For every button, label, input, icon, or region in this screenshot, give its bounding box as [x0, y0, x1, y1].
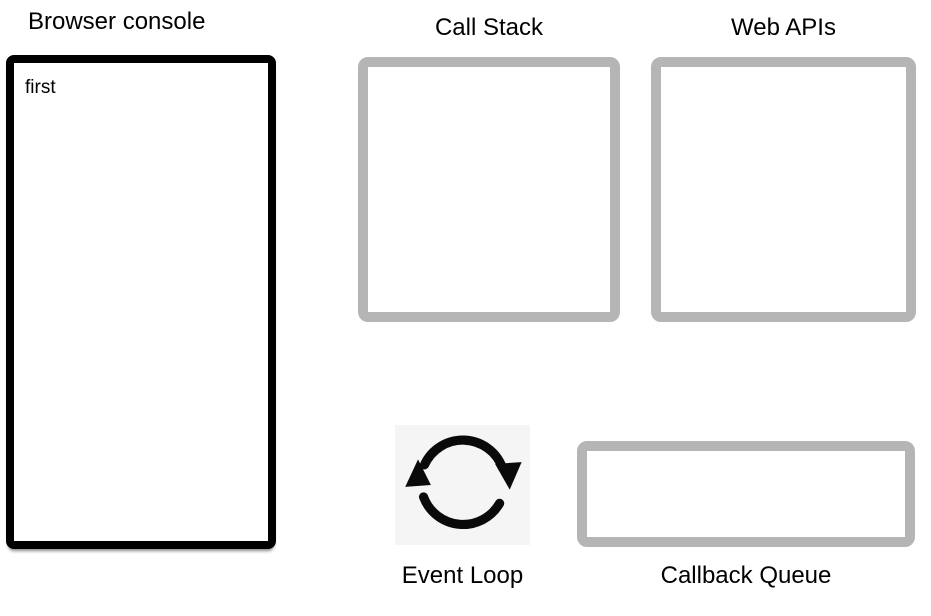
circular-arrows-loop-icon — [400, 430, 525, 540]
web-apis-label: Web APIs — [731, 14, 836, 41]
event-loop-icon-container — [395, 425, 530, 545]
event-loop-label: Event Loop — [401, 562, 524, 589]
browser-console-label: Browser console — [28, 8, 206, 35]
call-stack-label: Call Stack — [434, 14, 544, 41]
console-output-line: first — [25, 77, 56, 98]
browser-console-box: first — [6, 55, 276, 549]
callback-queue-label: Callback Queue — [660, 562, 832, 589]
callback-queue-box — [577, 441, 915, 547]
call-stack-box — [358, 57, 620, 322]
web-apis-box — [651, 57, 916, 322]
